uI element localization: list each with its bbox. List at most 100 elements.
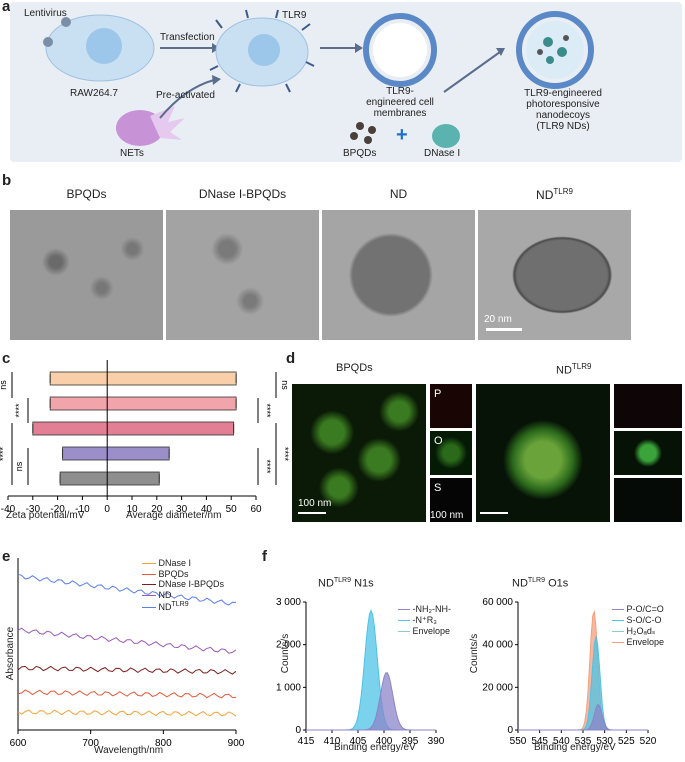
eds-o-nd xyxy=(614,431,682,475)
x-tick-label: 60 xyxy=(250,504,262,515)
y-tick-label: 60 000 xyxy=(482,597,513,608)
d-title-right: NDTLR9 xyxy=(556,362,592,377)
bpqds-icon xyxy=(350,122,376,144)
eds-s-bpqds: S xyxy=(430,478,472,522)
tem-title-bpqds: BPQDs xyxy=(66,187,107,201)
c-xlabel-right: Average diameter/nm xyxy=(126,510,222,521)
label-lentivirus: Lentivirus xyxy=(24,8,67,19)
e-legend: DNase I BPQDs DNase I-BPQDs ND NDTLR9 xyxy=(142,558,224,613)
tem-image-nd-tlr9: 20 nm xyxy=(478,210,631,340)
legend-item: S-O/C-O xyxy=(612,615,664,626)
f-n1s-legend: -NH₂-NH- -N⁺R₃ Envelope xyxy=(398,604,451,637)
nd-arrow xyxy=(443,51,501,93)
bar xyxy=(62,446,170,461)
x-tick-label: -30 xyxy=(26,504,41,515)
significance-label: **** xyxy=(280,447,290,462)
x-tick-label: 535 xyxy=(575,736,592,747)
x-tick-label: -10 xyxy=(75,504,90,515)
legend-item: -NH₂-NH- xyxy=(398,604,451,615)
x-tick-label: -20 xyxy=(50,504,65,515)
nanodecoy xyxy=(516,11,594,89)
panel-e-label: e xyxy=(2,548,11,565)
panel-a-label: a xyxy=(2,0,11,15)
x-tick-label: 20 xyxy=(151,504,163,515)
significance-label: **** xyxy=(262,459,272,474)
tem-image-dnase-bpqds xyxy=(166,210,319,340)
f-n1s-xlabel: Binding energy/eV xyxy=(334,742,416,753)
scale-bar xyxy=(486,328,522,331)
xps-peak xyxy=(518,703,648,731)
legend-item: -N⁺R₃ xyxy=(398,615,451,626)
y-tick-label: 0 xyxy=(295,725,301,736)
tem-image-nd xyxy=(322,210,475,340)
eds-p-nd xyxy=(614,384,682,428)
significance-label: **** xyxy=(262,403,272,418)
scale-bar-label: 20 nm xyxy=(484,314,512,325)
legend-item: Envelope xyxy=(612,637,664,648)
xps-peak xyxy=(518,635,648,731)
eds-scalebar-right: 100 nm xyxy=(430,510,464,521)
legend-item: ND xyxy=(142,590,224,601)
y-tick-label: 2 000 xyxy=(276,640,301,651)
bar xyxy=(49,371,237,386)
y-tick-label: 0 xyxy=(507,725,513,736)
xps-peak xyxy=(306,672,436,731)
label-nets: NETs xyxy=(120,148,144,159)
y-tick-label: 20 000 xyxy=(482,682,513,693)
x-tick-label: 50 xyxy=(226,504,238,515)
f-o1s-ylabel: Counts/s xyxy=(469,633,481,674)
x-tick-label: 900 xyxy=(228,738,245,749)
lentivirus-icon xyxy=(61,17,71,27)
label-tlr9: TLR9 xyxy=(282,10,307,21)
legend-item: Envelope xyxy=(398,626,451,637)
f-o1s-xlabel: Binding energy/eV xyxy=(534,742,616,753)
x-tick-label: 410 xyxy=(324,736,341,747)
significance-label: ns xyxy=(280,380,290,390)
tem-image-bpqds xyxy=(10,210,163,340)
legend-item: BPQDs xyxy=(142,569,224,580)
d-title-left: BPQDs xyxy=(336,362,373,374)
e-ylabel: Absorbance xyxy=(5,626,17,681)
raw-nucleus xyxy=(86,28,122,64)
membrane-vesicle xyxy=(363,13,437,87)
x-tick-label: -40 xyxy=(1,504,16,515)
x-tick-label: 0 xyxy=(104,504,110,515)
x-tick-label: 390 xyxy=(428,736,445,747)
x-tick-label: 400 xyxy=(376,736,393,747)
bar xyxy=(32,421,235,436)
panel-f-label: f xyxy=(262,548,267,565)
spectrum-line xyxy=(17,665,237,675)
f-n1s-title: NDTLR9 N1s xyxy=(318,577,374,590)
eds-o-bpqds: O xyxy=(430,431,472,475)
x-tick-label: 405 xyxy=(350,736,367,747)
spectrum-line xyxy=(17,689,237,699)
y-tick-label: 3 000 xyxy=(276,597,301,608)
tem-title-nd-tlr9: NDTLR9 xyxy=(536,187,573,202)
eds-map-bpqds: 100 nm xyxy=(292,384,426,522)
x-tick-label: 10 xyxy=(126,504,138,515)
eds-map-nd-tlr9 xyxy=(476,384,610,522)
label-bpqds: BPQDs xyxy=(343,148,377,159)
e-xlabel: Wavelength/nm xyxy=(94,745,164,756)
spectrum-line xyxy=(17,709,237,717)
x-tick-label: 550 xyxy=(510,736,527,747)
label-transfection: Transfection xyxy=(160,32,215,43)
panel-d-label: d xyxy=(286,350,296,367)
significance-label: ns xyxy=(14,461,24,471)
legend-item: NDTLR9 xyxy=(142,600,224,613)
y-tick-label: 1 000 xyxy=(276,682,301,693)
panel-a-schematic xyxy=(43,9,594,148)
f-n1s-ylabel: Counts/s xyxy=(280,633,292,674)
label-preactivated: Pre-activated xyxy=(156,90,215,101)
legend-item: DNase I-BPQDs xyxy=(142,579,224,590)
significance-label: **** xyxy=(14,403,24,418)
eds-scalebar-left: 100 nm xyxy=(298,498,332,509)
bar xyxy=(49,396,237,411)
dnase-icon xyxy=(432,124,460,148)
x-tick-label: 800 xyxy=(155,738,172,749)
